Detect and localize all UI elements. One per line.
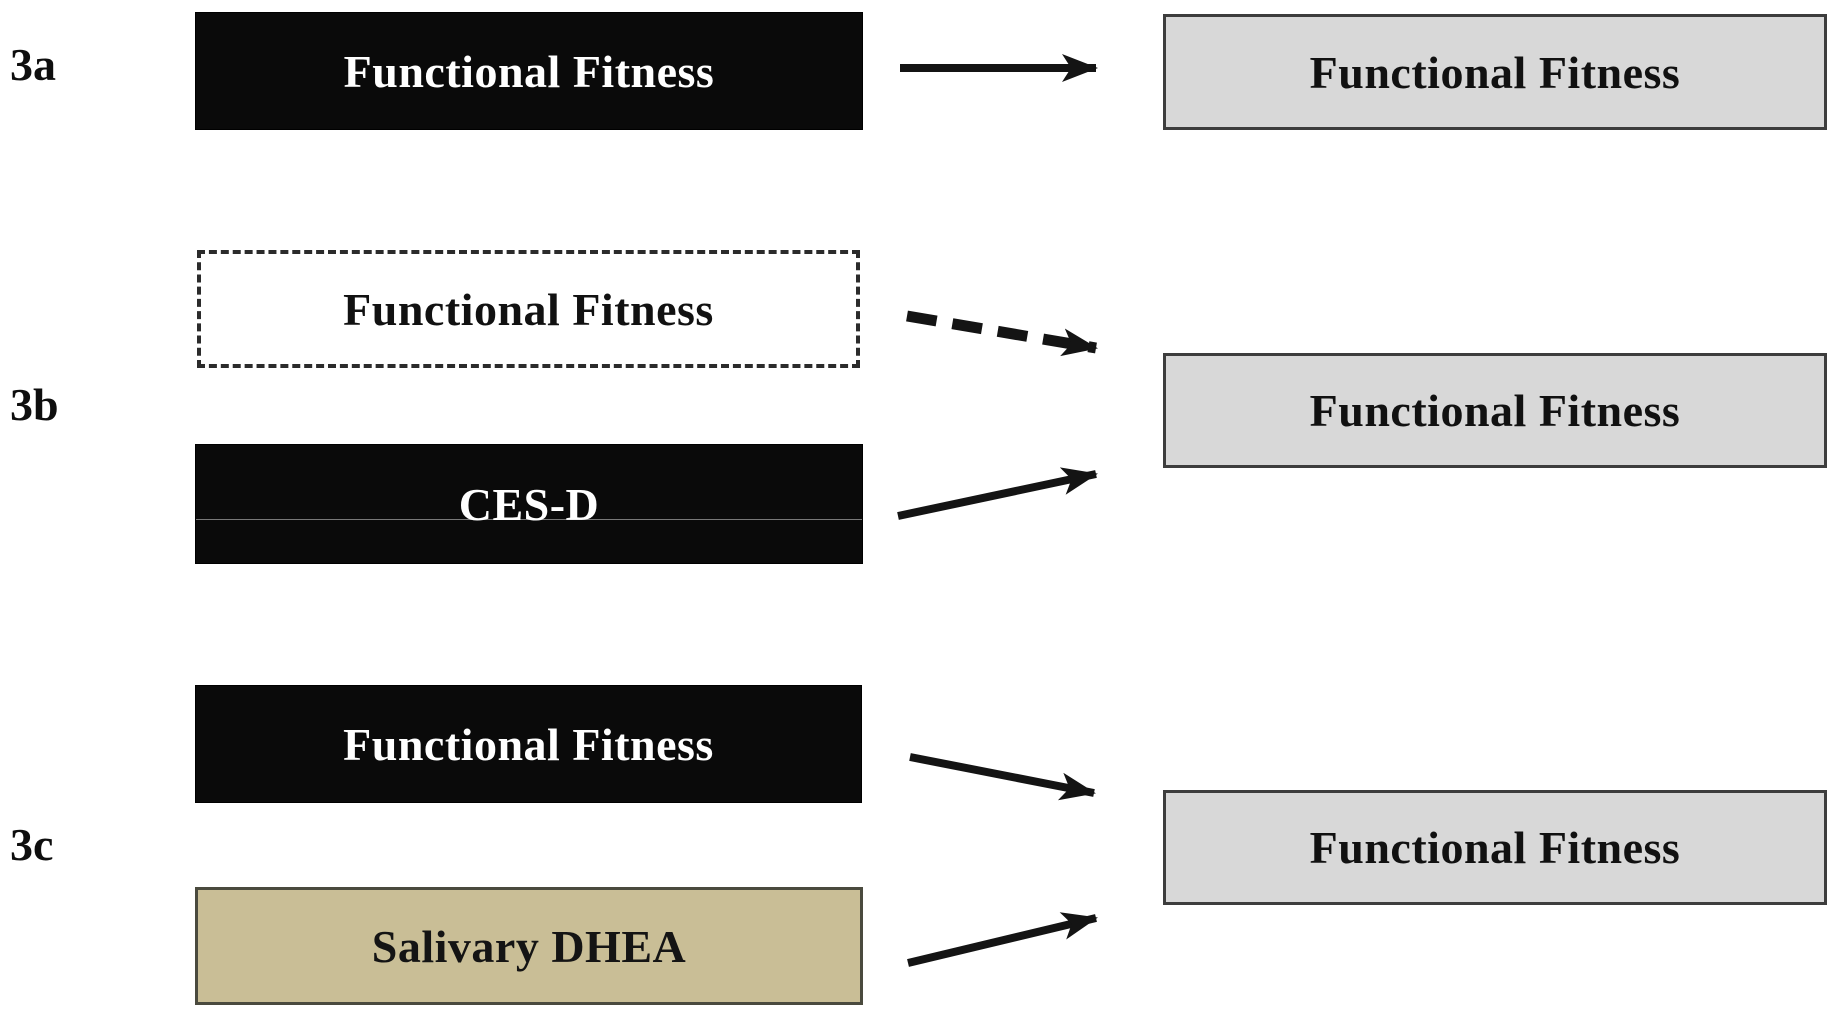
box-3b-outcome-label: Functional Fitness [1309, 385, 1681, 436]
box-3b-predictor-dashed-label: Functional Fitness [343, 283, 714, 335]
arrow-3c-upper-solid [909, 753, 1096, 801]
box-3b-functional-fitness-predictor-dashed: Functional Fitness [197, 250, 860, 368]
arrow-3c-lower-solid [907, 912, 1098, 967]
arrow-3b-solid [897, 467, 1098, 520]
box-3c-salivary-dhea-predictor: Salivary DHEA [195, 887, 863, 1005]
box-3a-outcome-label: Functional Fitness [1309, 46, 1681, 98]
box-3a-functional-fitness-outcome: Functional Fitness [1163, 14, 1827, 130]
panel-label-3b: 3b [10, 379, 59, 430]
panel-label-3c: 3c [10, 819, 54, 870]
box-3b-cesd-predictor: CES-D [195, 444, 863, 564]
scan-artifact-line [196, 519, 862, 521]
box-3c-outcome-label: Functional Fitness [1309, 822, 1681, 873]
panel-label-3a: 3a [10, 39, 56, 90]
box-3c-functional-fitness-predictor: Functional Fitness [195, 685, 862, 803]
box-3b-functional-fitness-outcome: Functional Fitness [1163, 353, 1827, 468]
box-3a-functional-fitness-predictor: Functional Fitness [195, 12, 863, 130]
box-3b-cesd-label: CES-D [458, 478, 600, 530]
box-3a-predictor-label: Functional Fitness [343, 45, 715, 97]
box-3c-predictor-label: Functional Fitness [343, 718, 714, 770]
box-3c-salivary-dhea-label: Salivary DHEA [371, 920, 687, 972]
box-3c-functional-fitness-outcome: Functional Fitness [1163, 790, 1827, 905]
arrow-3b-dashed [906, 310, 1098, 357]
